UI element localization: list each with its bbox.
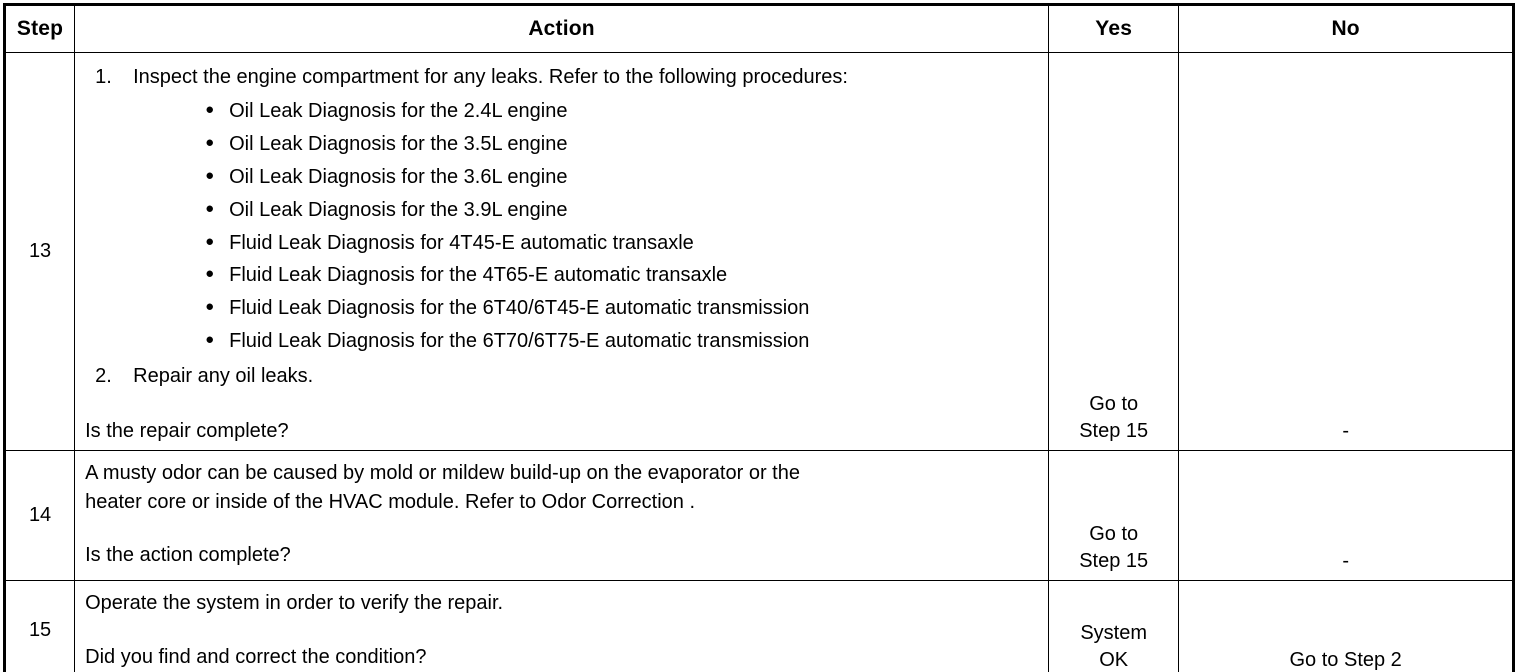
diagnostic-procedure-table: Step Action Yes No 13 1. Inspect the eng… — [3, 3, 1515, 672]
no-cell: - — [1178, 450, 1514, 582]
yes-line-1: System — [1080, 622, 1148, 645]
numbered-step: 2. Repair any oil leaks. — [85, 360, 1038, 392]
list-item: ● Oil Leak Diagnosis for the 2.4L engine — [133, 95, 1038, 128]
list-item-label: Oil Leak Diagnosis for the 2.4L engine — [229, 100, 568, 123]
step-marker: 2. — [95, 364, 112, 387]
column-header-yes: Yes — [1048, 4, 1180, 53]
procedure-bullet-list: ● Oil Leak Diagnosis for the 2.4L engine… — [133, 95, 1038, 357]
bullet-icon: ● — [205, 199, 215, 217]
bullet-icon: ● — [205, 265, 215, 283]
table-header: Step Action Yes No — [4, 4, 1514, 53]
step-number-cell: 14 — [3, 450, 76, 582]
list-item: ● Oil Leak Diagnosis for the 3.5L engine — [133, 128, 1038, 161]
bullet-icon: ● — [205, 298, 215, 316]
step-text: Repair any oil leaks. — [133, 364, 314, 387]
bullet-icon: ● — [205, 232, 215, 250]
action-question: Is the repair complete? — [85, 420, 289, 443]
table-row: 13 1. Inspect the engine compartment for… — [3, 51, 1514, 452]
list-item: ● Oil Leak Diagnosis for the 3.6L engine — [133, 161, 1038, 194]
step-number-cell: 15 — [3, 580, 76, 672]
yes-line-2: OK — [1099, 648, 1129, 671]
table-body: 13 1. Inspect the engine compartment for… — [3, 51, 1514, 672]
list-item-label: Oil Leak Diagnosis for the 3.6L engine — [229, 165, 568, 188]
list-item-label: Oil Leak Diagnosis for the 3.5L engine — [229, 133, 568, 156]
action-paragraph-line-2: heater core or inside of the HVAC module… — [85, 490, 696, 513]
list-item-label: Fluid Leak Diagnosis for the 6T40/6T45-E… — [229, 297, 810, 320]
yes-line-2: Step 15 — [1079, 419, 1149, 442]
column-header-step: Step — [4, 4, 76, 53]
column-header-action: Action — [74, 4, 1050, 53]
list-item-label: Oil Leak Diagnosis for the 3.9L engine — [229, 198, 568, 221]
action-step-list: 1. Inspect the engine compartment for an… — [85, 61, 1038, 392]
no-cell: - — [1178, 51, 1514, 452]
yes-line-2: Step 15 — [1079, 549, 1149, 572]
no-line-1: Go to Step 2 — [1289, 648, 1402, 671]
step-number-cell: 13 — [3, 51, 76, 452]
yes-line-1: Go to — [1089, 523, 1139, 546]
action-question: Did you find and correct the condition? — [85, 645, 427, 668]
action-cell: A musty odor can be caused by mold or mi… — [74, 450, 1050, 582]
action-question: Is the action complete? — [85, 543, 291, 566]
step-marker: 1. — [95, 66, 112, 88]
list-item: ● Fluid Leak Diagnosis for the 6T40/6T45… — [133, 292, 1038, 325]
list-item-label: Fluid Leak Diagnosis for 4T45-E automati… — [229, 231, 694, 254]
no-cell: Go to Step 2 — [1178, 580, 1514, 672]
yes-cell: Go to Step 15 — [1048, 51, 1180, 452]
numbered-step: 1. Inspect the engine compartment for an… — [85, 61, 1038, 358]
bullet-icon: ● — [205, 330, 215, 348]
bullet-icon: ● — [205, 101, 215, 119]
list-item: ● Fluid Leak Diagnosis for 4T45-E automa… — [133, 227, 1038, 260]
no-line-1: - — [1342, 419, 1349, 442]
yes-cell: System OK — [1048, 580, 1180, 672]
table-row: 14 A musty odor can be caused by mold or… — [3, 450, 1514, 582]
action-cell: Operate the system in order to verify th… — [74, 580, 1050, 672]
action-paragraph-line-1: A musty odor can be caused by mold or mi… — [85, 462, 800, 485]
header-row: Step Action Yes No — [4, 4, 1514, 53]
yes-cell: Go to Step 15 — [1048, 450, 1180, 582]
list-item: ● Oil Leak Diagnosis for the 3.9L engine — [133, 194, 1038, 227]
bullet-icon: ● — [205, 166, 215, 184]
action-cell: 1. Inspect the engine compartment for an… — [74, 51, 1050, 452]
action-paragraph-line-1: Operate the system in order to verify th… — [85, 592, 504, 615]
step-text: Inspect the engine compartment for any l… — [133, 66, 848, 88]
list-item: ● Fluid Leak Diagnosis for the 4T65-E au… — [133, 259, 1038, 292]
list-item: ● Fluid Leak Diagnosis for the 6T70/6T75… — [133, 325, 1038, 358]
list-item-label: Fluid Leak Diagnosis for the 4T65-E auto… — [229, 264, 728, 287]
bullet-icon: ● — [205, 134, 215, 152]
yes-line-1: Go to — [1089, 393, 1139, 416]
list-item-label: Fluid Leak Diagnosis for the 6T70/6T75-E… — [229, 329, 810, 352]
column-header-no: No — [1178, 4, 1514, 53]
no-line-1: - — [1342, 549, 1349, 572]
table-row: 15 Operate the system in order to verify… — [3, 580, 1514, 672]
